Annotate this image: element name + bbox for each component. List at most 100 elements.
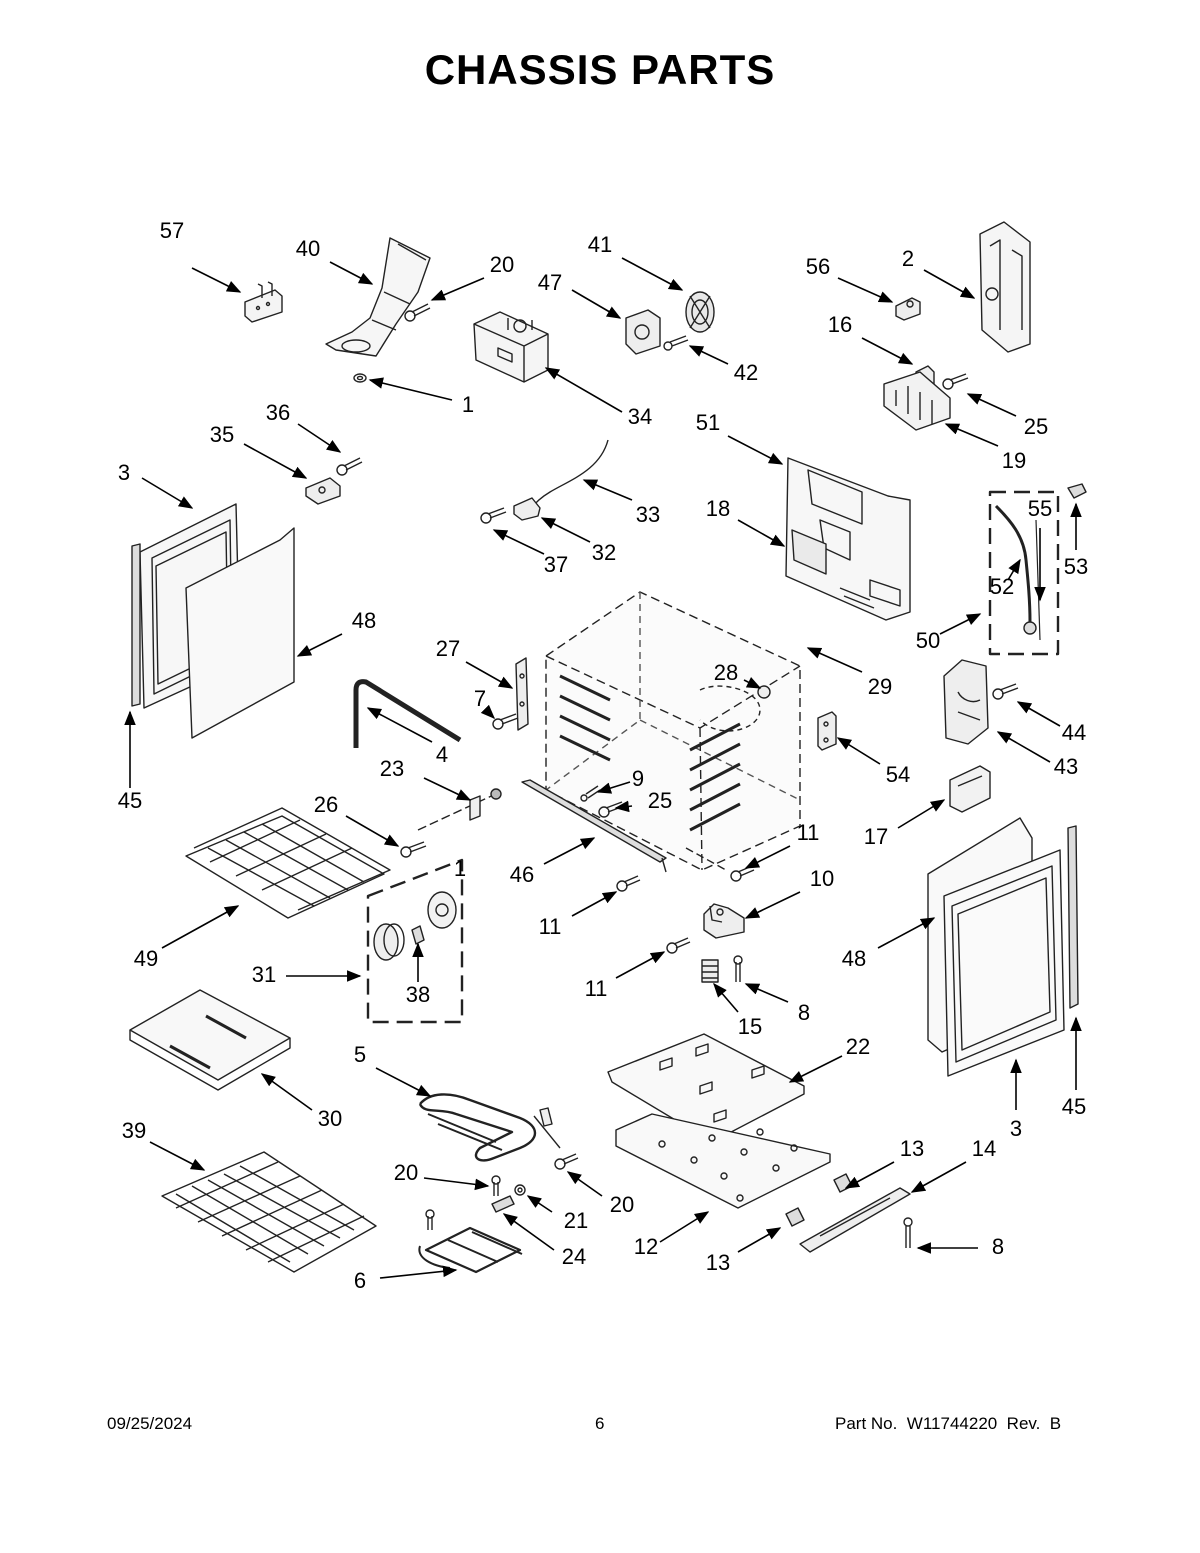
callout-8a: 8 [798,1000,810,1025]
callout-17: 17 [864,824,888,849]
leader-28 [743,677,762,689]
callout-11c: 11 [585,976,608,1001]
part-17-bracket [949,765,991,813]
part-11-screw-c [666,937,691,954]
callout-28: 28 [714,660,738,685]
callout-3b: 3 [1010,1116,1022,1141]
callout-39: 39 [122,1118,146,1143]
leader-4 [366,707,433,743]
leader-10 [744,891,801,919]
part-38-clip [411,925,425,945]
part-11-screw-b [616,875,641,892]
callout-51: 51 [696,410,720,435]
callout-48b: 48 [842,946,866,971]
leader-7 [480,704,496,720]
leader-40 [329,261,374,285]
leader-54 [836,737,881,765]
part-8-screw-b [903,1217,913,1248]
part-48-side-panel-left [185,527,295,739]
leader-16 [861,337,914,365]
callout-27: 27 [436,636,460,661]
callout-32: 32 [592,540,616,565]
callout-7: 7 [474,686,486,711]
leader-39 [149,1141,206,1171]
callout-23: 23 [380,756,404,781]
callout-21: 21 [564,1208,588,1233]
part-34-housing [473,311,549,383]
callout-43: 43 [1054,754,1078,779]
callout-1a: 1 [462,392,474,417]
leader-41 [621,257,684,291]
callout-13b: 13 [706,1250,730,1275]
part-33-wire [529,439,609,511]
part-1-grommet [353,373,367,383]
leader-57 [191,267,242,293]
leader-8a [744,983,789,1003]
leader-11c [615,951,666,979]
callout-57: 57 [160,218,184,243]
callout-31: 31 [252,962,276,987]
callout-55: 55 [1028,496,1052,521]
callout-20c: 20 [610,1192,634,1217]
callout-20b: 20 [394,1160,418,1185]
callout-36: 36 [266,400,290,425]
callout-15: 15 [738,1014,762,1039]
part-7-screw [492,713,519,730]
callout-22: 22 [846,1034,870,1059]
part-3-door-frame-right [943,825,1079,1077]
footer-page-number: 6 [595,1414,605,1433]
part-56-clip [895,297,921,321]
callout-56: 56 [806,254,830,279]
callout-11a: 11 [797,820,820,845]
part-20-screw-b [491,1175,501,1196]
leader-13a [844,1161,895,1189]
leader-33 [582,479,633,501]
part-31-knob-kit [366,858,464,1024]
page-title: CHASSIS PARTS [424,46,776,93]
part-13-clip-b [785,1207,805,1227]
leader-18 [737,519,786,547]
part-32-clip [513,497,541,521]
part-46-trim-strip [521,779,667,873]
part-2-bracket [979,221,1031,353]
leader-51 [727,435,784,465]
callout-54: 54 [886,762,910,787]
part-50-probe-kit [988,490,1060,656]
callout-2: 2 [902,246,914,271]
callout-3a: 3 [118,460,130,485]
callout-14: 14 [972,1136,996,1161]
callout-24: 24 [562,1244,586,1269]
part-20-screw [404,303,431,322]
callout-10: 10 [810,866,834,891]
callout-25b: 25 [648,788,672,813]
leader-52 [1007,558,1021,581]
leader-26 [345,815,400,847]
callout-53: 53 [1064,554,1088,579]
callout-40: 40 [296,236,320,261]
callout-33: 33 [636,502,660,527]
callout-48a: 48 [352,608,376,633]
leader-23 [423,777,472,801]
leader-2 [923,269,976,299]
part-42-screw [663,335,689,351]
part-21-washer [514,1184,526,1196]
leader-5 [375,1067,432,1097]
leader-12 [659,1211,710,1243]
part-35-latch [305,477,341,505]
part-53-clip [1067,483,1087,499]
leader-14 [910,1161,967,1193]
part-29-oven-cavity [545,591,801,871]
part-4-gasket [353,679,462,748]
part-20-screw-d [425,1209,435,1230]
leader-22 [788,1055,843,1083]
leader-6 [379,1265,458,1279]
part-49-roller-rack [185,807,391,919]
callout-29: 29 [868,674,892,699]
callout-26: 26 [314,792,338,817]
callout-5: 5 [354,1042,366,1067]
leader-34 [544,367,623,413]
part-23-rod [417,788,502,831]
callout-20a: 20 [490,252,514,277]
callout-37: 37 [544,552,568,577]
callout-35: 35 [210,422,234,447]
